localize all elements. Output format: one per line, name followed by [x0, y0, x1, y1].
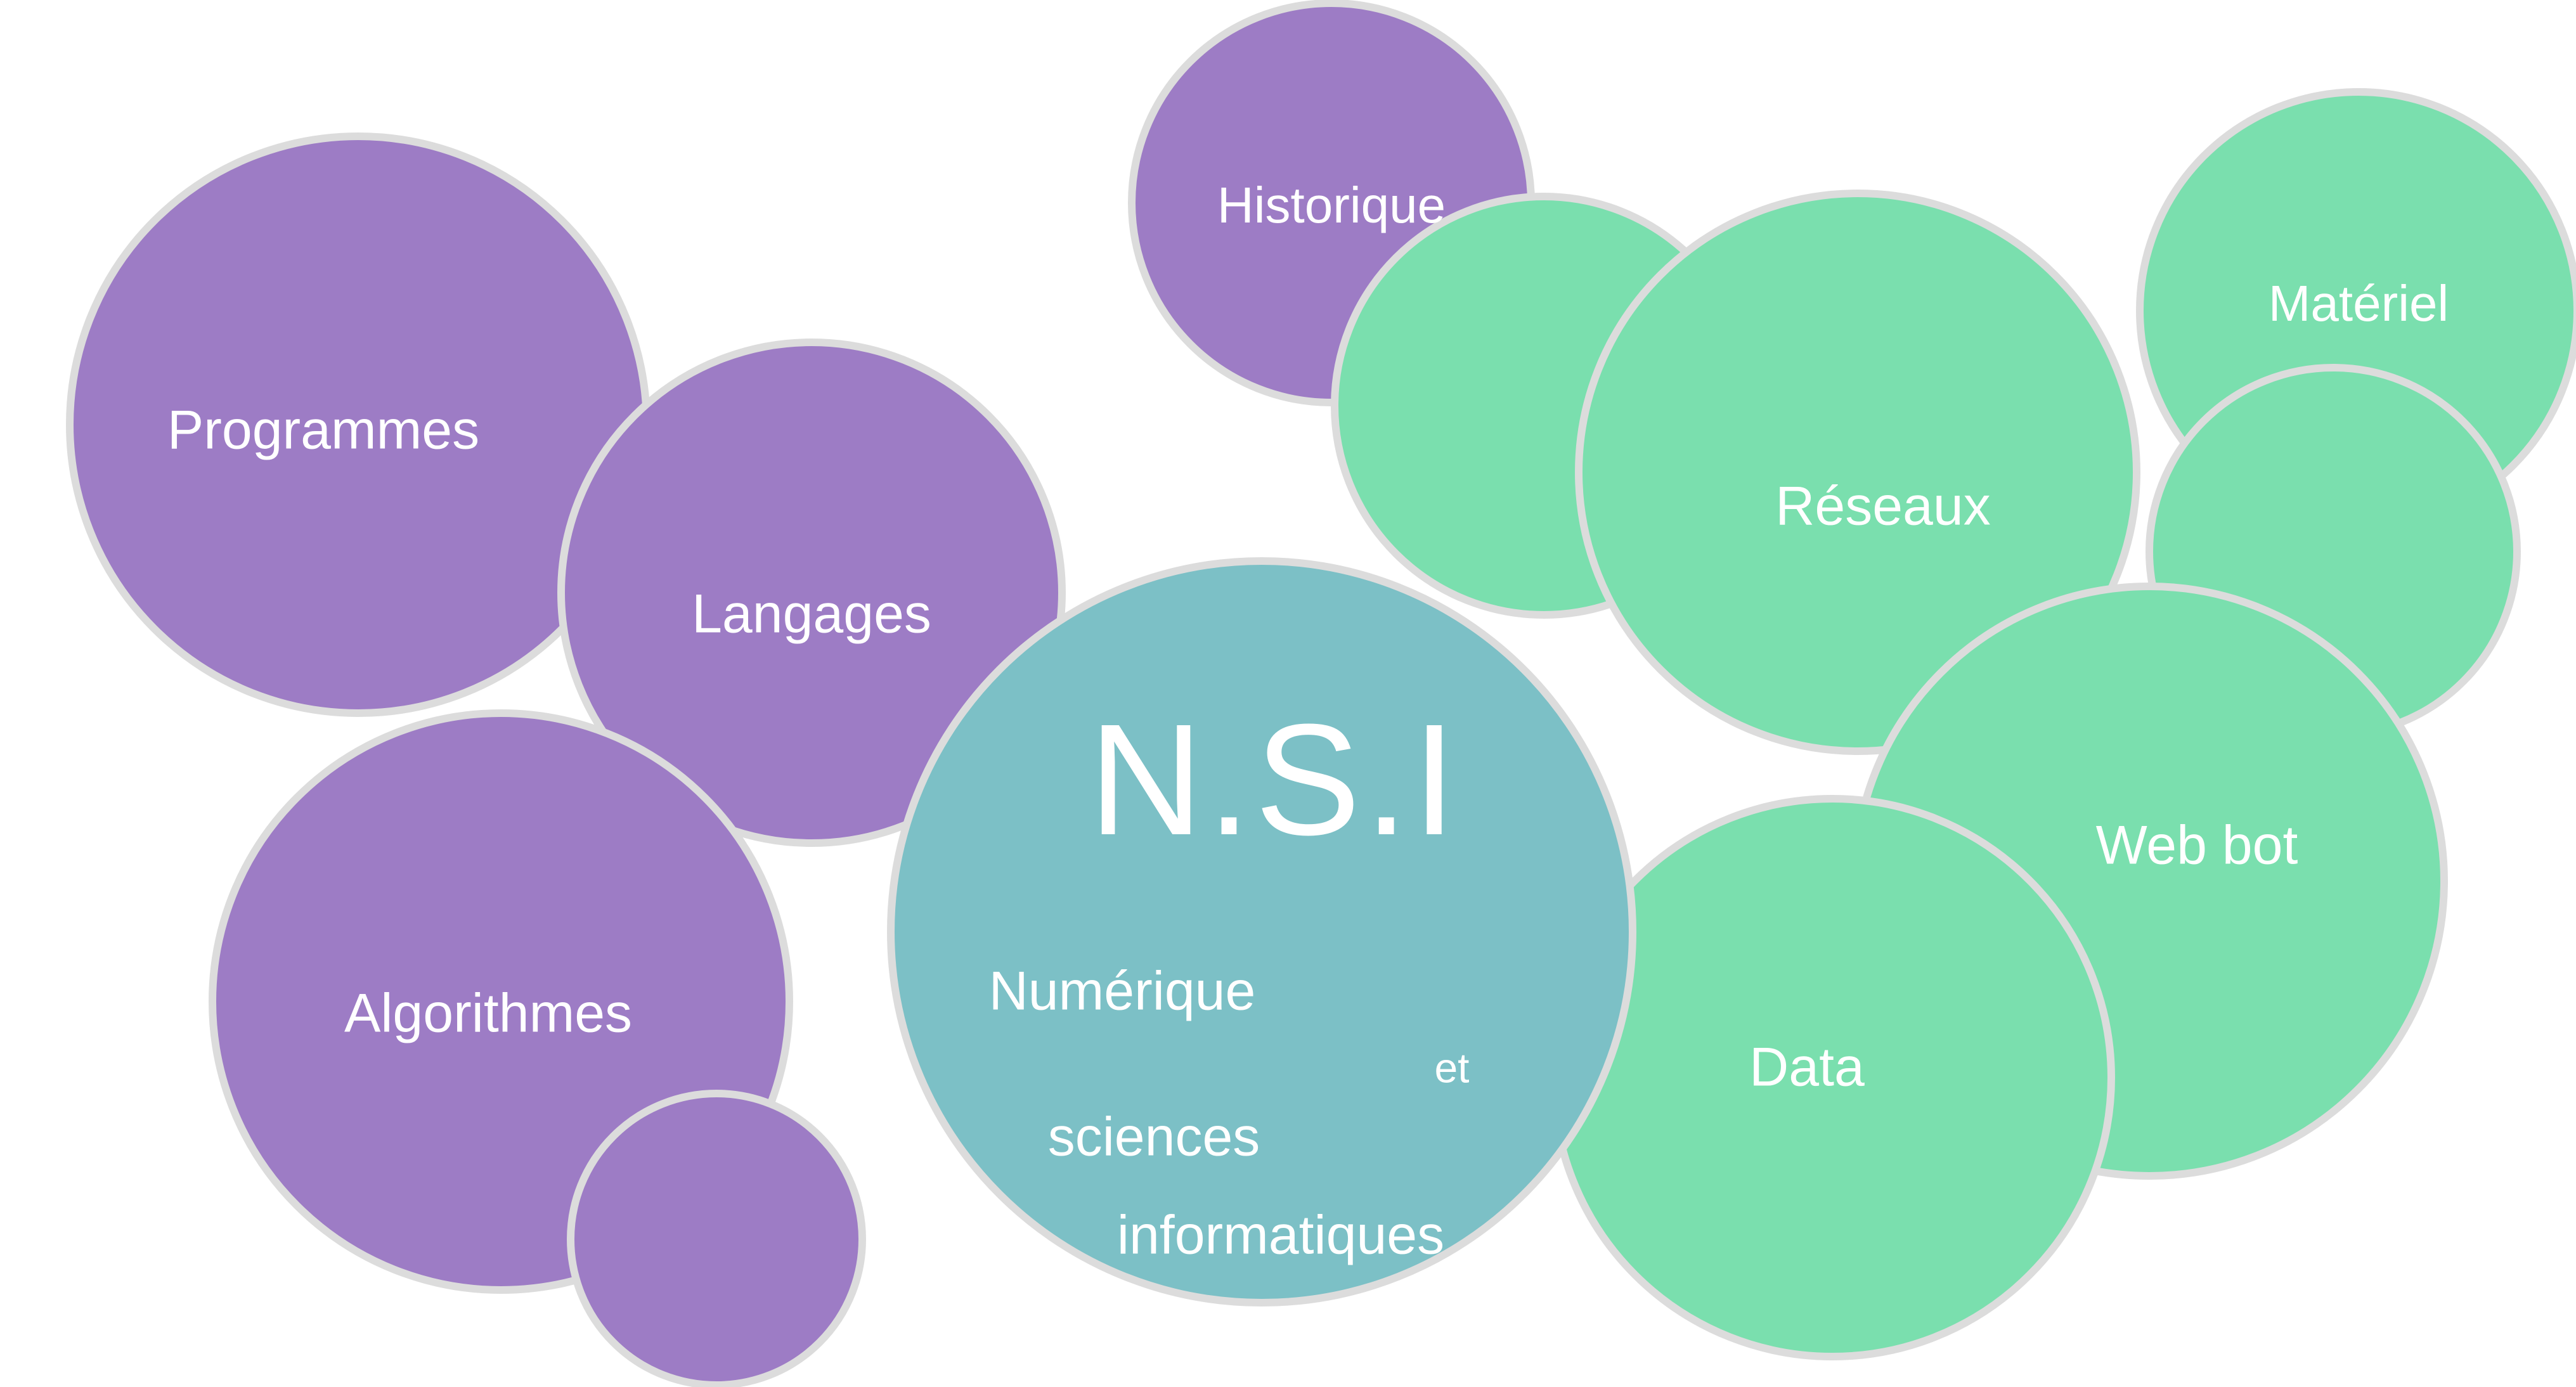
- bubble-label-layer: Programmes Langages Algorithmes Historiq…: [167, 177, 2449, 1266]
- label-nsi-acronym: N.S.I: [1089, 691, 1460, 868]
- label-nsi-et: et: [1434, 1044, 1469, 1091]
- bubble-nsi-core[interactable]: [887, 557, 1636, 1306]
- bubble-reseaux[interactable]: [1575, 190, 2140, 755]
- bubble-shape-layer: [66, 0, 2576, 1387]
- label-programmes: Programmes: [167, 400, 479, 461]
- label-reseaux: Réseaux: [1775, 476, 1990, 537]
- bubble-petit-cercle[interactable]: [567, 1090, 866, 1387]
- label-nsi-numerique: Numérique: [989, 961, 1256, 1022]
- label-algorithmes: Algorithmes: [344, 983, 632, 1044]
- label-nsi-sciences: sciences: [1048, 1107, 1260, 1168]
- label-historique: Historique: [1217, 177, 1446, 233]
- label-langages: Langages: [692, 584, 931, 645]
- label-data: Data: [1749, 1037, 1865, 1098]
- label-web-bot: Web bot: [2096, 815, 2298, 876]
- label-nsi-informatiques: informatiques: [1117, 1205, 1444, 1266]
- label-materiel: Matériel: [2269, 275, 2449, 332]
- bubble-langages[interactable]: [557, 339, 1066, 847]
